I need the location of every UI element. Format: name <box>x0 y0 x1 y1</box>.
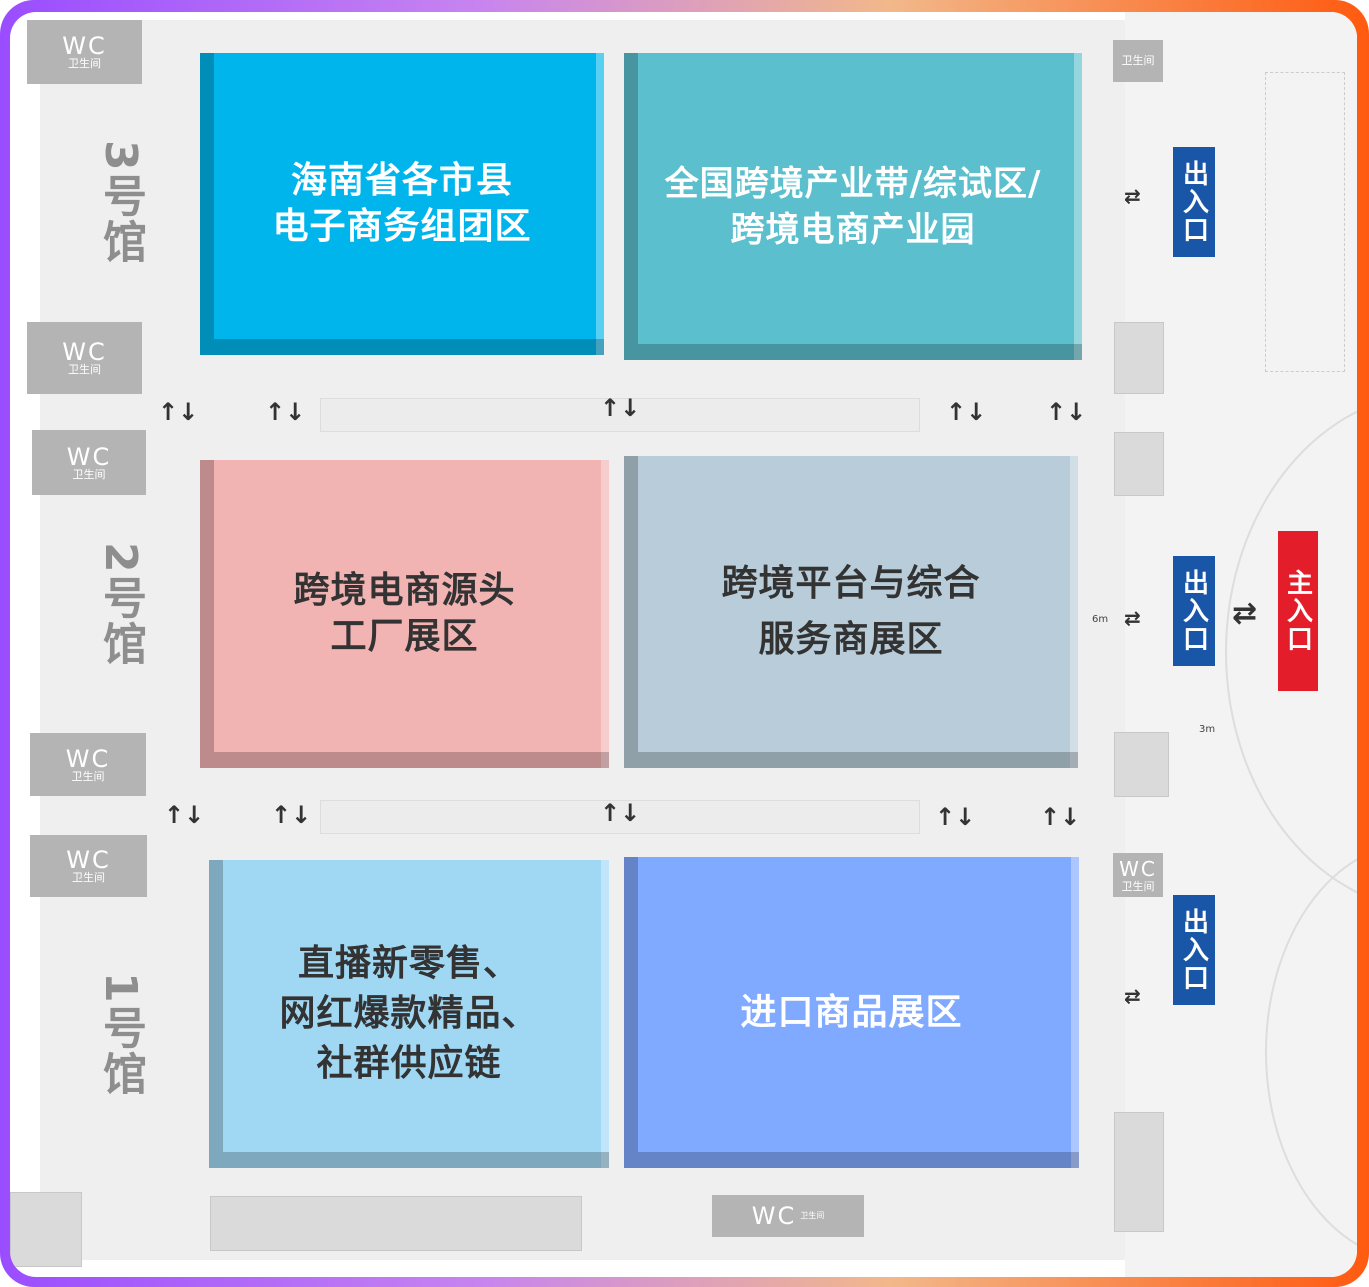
updown-arrow-icon: ↑↓ <box>600 799 641 827</box>
updown-arrow-icon: ↑↓ <box>265 398 306 426</box>
dimension-label: 6m <box>1092 614 1109 625</box>
service-area <box>1114 432 1164 496</box>
zone-source-factory[interactable]: 跨境电商源头 工厂展区 <box>200 460 609 768</box>
service-area <box>1114 732 1169 797</box>
zone-label: 跨境平台与综合 服务商展区 <box>721 563 981 660</box>
wc-label: WC <box>62 338 107 366</box>
zone-label: 直播新零售、 网红爆款精品、 社群供应链 <box>279 943 539 1084</box>
corridor <box>320 398 920 432</box>
main-entrance[interactable]: 主入口 <box>1278 531 1318 691</box>
wc-label: WC <box>66 442 112 471</box>
zone-import-goods[interactable]: 进口商品展区 <box>624 857 1079 1168</box>
updown-arrow-icon: ↑↓ <box>1040 803 1081 831</box>
wc-label: WC <box>62 32 107 60</box>
updown-arrow-icon: ↑↓ <box>271 801 312 829</box>
wc-label: WC <box>751 1202 797 1230</box>
service-area <box>210 1196 582 1251</box>
zone-platform-services[interactable]: 跨境平台与综合 服务商展区 <box>624 456 1078 768</box>
restroom-label: 卫生间 <box>71 769 105 783</box>
zone-label: 全国跨境产业带/综试区/ 跨境电商产业园 <box>664 163 1042 250</box>
updown-arrow-icon: ↑↓ <box>600 394 641 422</box>
updown-arrow-icon: ↑↓ <box>946 398 987 426</box>
building-outline <box>1265 72 1345 372</box>
restroom-label: 卫生间 <box>68 363 101 376</box>
zone-label: 进口商品展区 <box>740 991 963 1033</box>
two-way-arrow-icon: ⇄ <box>1232 596 1258 631</box>
hall-3-label: 3号馆 <box>95 140 146 265</box>
restroom-label: 卫生间 <box>72 467 106 481</box>
outdoor-area <box>1125 12 1357 1277</box>
restroom: 卫生间 <box>1113 40 1163 82</box>
wc-label: WC <box>1119 857 1157 881</box>
service-area <box>10 1192 82 1267</box>
restroom-label: 卫生间 <box>800 1211 825 1220</box>
updown-arrow-icon: ↑↓ <box>164 801 205 829</box>
exit-entrance-middle[interactable]: 出入口 <box>1173 556 1215 666</box>
updown-arrow-icon: ↑↓ <box>1046 398 1087 426</box>
two-way-arrow-icon: ⇄ <box>1124 184 1141 208</box>
plaza-curve <box>1265 842 1357 1262</box>
restroom-label: 卫生间 <box>1121 54 1155 67</box>
service-area <box>1114 322 1164 394</box>
wc-label: WC <box>65 744 111 773</box>
exit-entrance-north[interactable]: 出入口 <box>1173 147 1215 257</box>
updown-arrow-icon: ↑↓ <box>158 398 199 426</box>
hall-1-label: 1号馆 <box>95 972 146 1097</box>
corridor <box>320 800 920 834</box>
updown-arrow-icon: ↑↓ <box>935 803 976 831</box>
restroom-label: 卫生间 <box>68 57 101 70</box>
two-way-arrow-icon: ⇄ <box>1124 606 1141 630</box>
zone-cross-border-industry[interactable]: 全国跨境产业带/综试区/ 跨境电商产业园 <box>624 53 1082 360</box>
zone-label: 跨境电商源头 工厂展区 <box>293 570 516 657</box>
dimension-label: 3m <box>1199 724 1216 735</box>
wc-label: WC <box>66 846 111 874</box>
exit-entrance-south[interactable]: 出入口 <box>1173 895 1215 1005</box>
zone-hainan-ecommerce[interactable]: 海南省各市县 电子商务组团区 <box>200 53 604 355</box>
service-area <box>1114 1112 1164 1232</box>
restroom-label: 卫生间 <box>1121 880 1155 893</box>
restroom-label: 卫生间 <box>72 871 105 884</box>
zone-live-retail[interactable]: 直播新零售、 网红爆款精品、 社群供应链 <box>209 860 609 1168</box>
zone-label: 海南省各市县 电子商务组团区 <box>272 160 532 247</box>
two-way-arrow-icon: ⇄ <box>1124 984 1141 1008</box>
hall-2-label: 2号馆 <box>95 542 146 667</box>
